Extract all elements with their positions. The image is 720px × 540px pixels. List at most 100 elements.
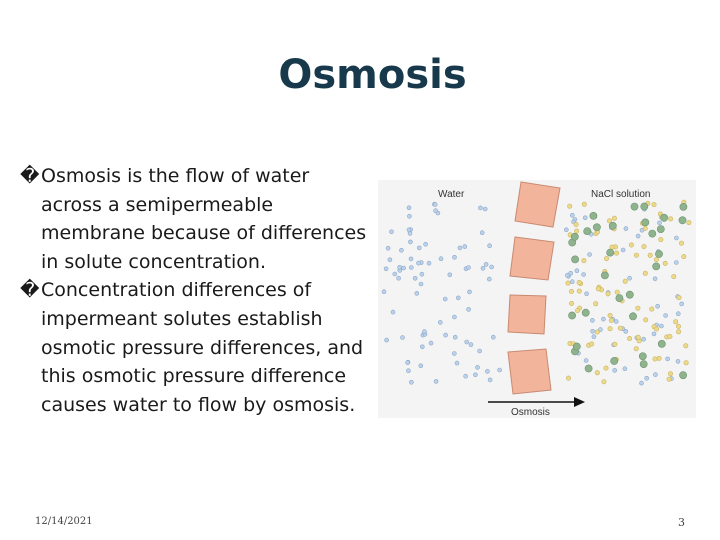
water-molecule: [581, 272, 586, 277]
water-molecule: [653, 372, 658, 377]
solute-particle: [600, 271, 609, 280]
solute-particle: [635, 334, 641, 340]
water-molecule: [452, 334, 458, 340]
water-molecule: [422, 329, 427, 334]
solute-particle: [657, 339, 666, 348]
bullet-item: � Concentration differences of impermean…: [20, 276, 370, 419]
water-molecule: [433, 379, 439, 384]
water-molecule: [479, 230, 485, 236]
solute-particle: [581, 308, 590, 317]
water-molecule: [584, 291, 589, 297]
water-molecule: [622, 366, 628, 371]
solute-particle: [667, 334, 673, 340]
solute-particle: [611, 215, 617, 221]
water-molecule: [407, 213, 412, 219]
solute-particle: [567, 203, 573, 209]
water-molecule: [467, 289, 472, 295]
solute-particle: [627, 336, 633, 342]
solute-particle: [649, 306, 655, 312]
solute-particle: [683, 360, 689, 366]
water-molecule: [641, 336, 646, 342]
water-molecule: [437, 320, 443, 325]
water-molecule: [651, 331, 657, 337]
solute-particle: [601, 379, 607, 385]
water-molecule: [565, 272, 570, 278]
water-molecule: [462, 244, 468, 249]
solute-particle: [581, 258, 587, 264]
water-molecule: [447, 272, 453, 278]
water-molecule: [478, 205, 483, 211]
water-molecule: [477, 348, 482, 354]
solute-particle: [647, 252, 653, 258]
water-molecule: [416, 245, 422, 251]
solute-particle: [641, 244, 647, 250]
water-molecule: [463, 373, 468, 379]
water-molecule: [392, 271, 398, 277]
solute-particle: [671, 274, 677, 280]
solute-particle: [594, 370, 600, 376]
water-molecule: [665, 356, 670, 362]
water-molecule: [408, 256, 414, 262]
water-molecule: [487, 377, 493, 383]
solute-particle: [622, 278, 628, 284]
water-molecule: [623, 329, 629, 334]
solute-particle: [566, 375, 572, 381]
label-water: Water: [438, 189, 465, 200]
water-molecule: [635, 233, 641, 239]
water-molecule: [491, 334, 496, 340]
solute-particle: [603, 365, 609, 371]
solute-particle: [638, 352, 647, 361]
water-molecule: [456, 295, 461, 301]
water-molecule: [408, 265, 414, 270]
water-molecule: [409, 380, 414, 385]
solute-particle: [615, 294, 624, 302]
water-molecule: [396, 275, 401, 281]
arrow-right-icon: [574, 397, 585, 407]
water-molecule: [419, 344, 425, 350]
bullet-glyph-icon: �: [20, 279, 40, 302]
osmosis-arrow-label: Osmosis: [511, 407, 550, 418]
solute-particle: [571, 255, 579, 264]
water-molecule: [564, 227, 569, 233]
solute-particle: [574, 228, 580, 234]
water-molecule: [381, 289, 387, 294]
bullet-list: � Osmosis is the flow of water across a …: [20, 162, 370, 419]
solute-particle: [584, 364, 593, 373]
water-molecule: [457, 245, 463, 251]
solute-particle: [589, 341, 595, 347]
solute-particle: [667, 371, 673, 377]
slide-title: Osmosis: [278, 52, 467, 98]
solute-particle: [607, 313, 613, 319]
water-molecule: [383, 266, 389, 272]
membrane-segment: [507, 294, 547, 335]
water-molecule: [428, 340, 434, 346]
water-molecule: [480, 266, 486, 271]
solute-particle: [635, 305, 641, 311]
water-molecule: [443, 332, 448, 338]
water-molecule: [401, 265, 406, 271]
water-molecule: [438, 256, 444, 261]
water-molecule: [390, 309, 396, 315]
solute-particle: [594, 329, 600, 335]
solute-particle: [648, 229, 657, 238]
water-molecule: [590, 329, 595, 334]
solute-particle: [633, 346, 639, 352]
water-molecule: [464, 339, 469, 345]
solute-particle: [576, 288, 582, 294]
water-molecule: [601, 316, 606, 322]
water-molecule: [497, 367, 502, 373]
solute-particle: [639, 360, 648, 368]
membrane-segment: [514, 181, 561, 228]
water-molecule: [674, 235, 679, 241]
water-molecule: [570, 279, 575, 284]
solute-particle: [605, 291, 611, 297]
solute-particle: [652, 356, 658, 362]
solute-particle: [617, 325, 623, 331]
solute-particle: [589, 212, 598, 220]
water-molecule: [389, 229, 394, 235]
solute-particle: [653, 257, 659, 263]
solute-particle: [629, 312, 637, 321]
water-molecule: [412, 276, 418, 281]
water-molecule: [432, 202, 438, 207]
water-molecule: [406, 227, 412, 233]
